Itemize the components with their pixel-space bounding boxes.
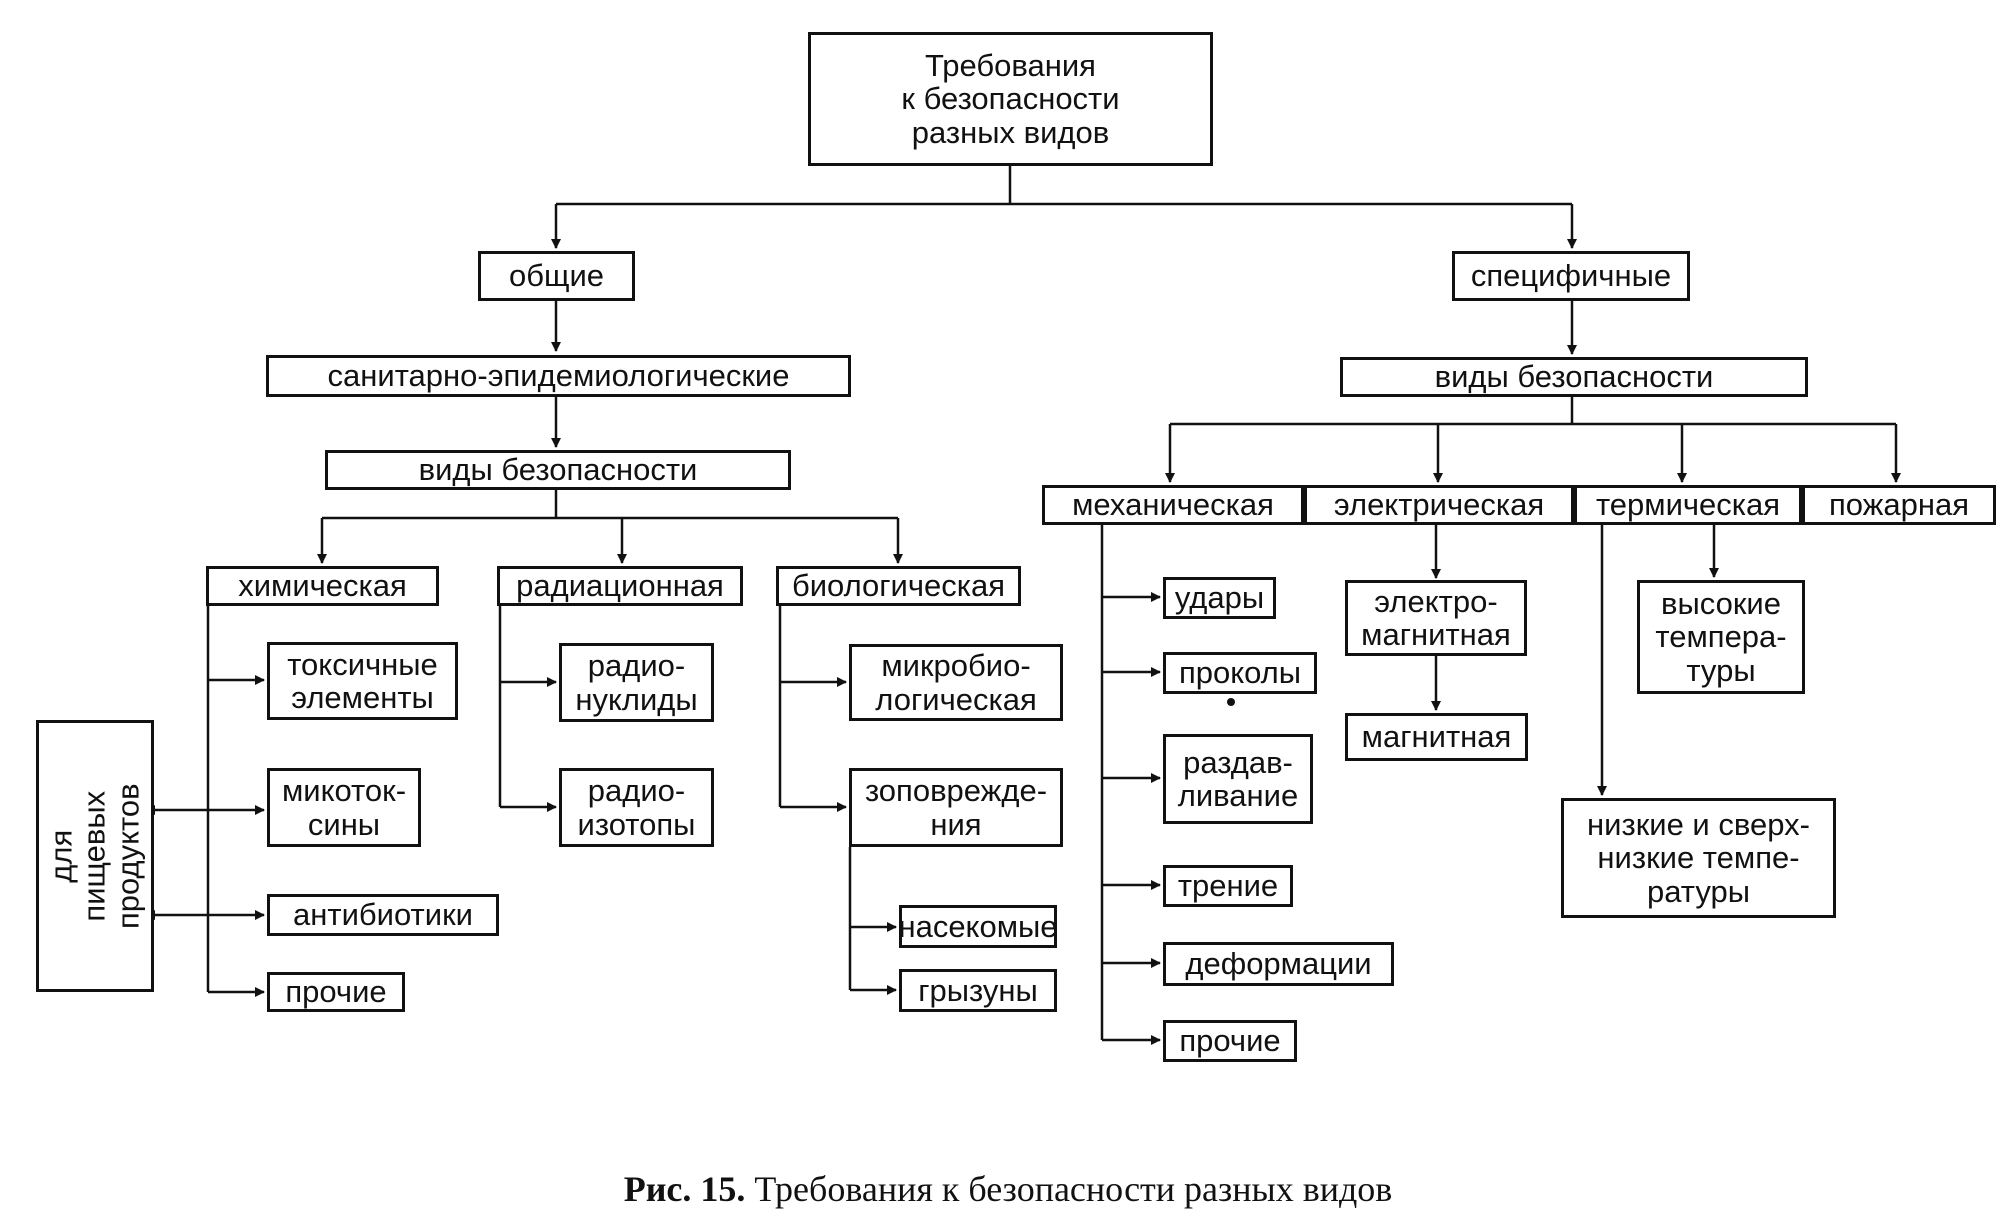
node-rodents: грызуны	[899, 969, 1057, 1012]
caption-text: Требования к безопасности разных видов	[754, 1169, 1393, 1209]
node-electrical: электрическая	[1304, 485, 1574, 525]
caption-label: Рис. 15.	[623, 1169, 746, 1209]
node-kinds-right: виды безопасности	[1340, 357, 1808, 397]
node-microbiological: микробио- логическая	[849, 644, 1063, 721]
node-chemical: химическая	[206, 566, 439, 606]
node-mycotoxins: микоток- сины	[267, 768, 421, 847]
node-sanitary: санитарно-эпидемиологические	[266, 355, 851, 397]
node-food: для пищевых продуктов	[36, 720, 154, 992]
ink-dot	[1227, 698, 1235, 706]
node-chem-other: прочие	[267, 972, 405, 1012]
node-deformations: деформации	[1163, 942, 1394, 986]
node-magnetic: магнитная	[1345, 713, 1528, 761]
node-root: Требования к безопасности разных видов	[808, 32, 1213, 166]
node-radiation: радиационная	[497, 566, 743, 606]
node-food-label: для пищевых продуктов	[43, 783, 146, 929]
node-thermal: термическая	[1574, 485, 1802, 525]
node-low-temp: низкие и сверх- низкие темпе- ратуры	[1561, 798, 1836, 918]
node-mechanical: механическая	[1042, 485, 1304, 525]
node-friction: трение	[1163, 865, 1293, 907]
node-impacts: удары	[1163, 577, 1276, 619]
node-kinds-left: виды безопасности	[325, 450, 791, 490]
node-radioisotopes: радио- изотопы	[559, 768, 714, 847]
node-high-temp: высокие темпера- туры	[1637, 580, 1805, 694]
node-specific: специфичные	[1452, 251, 1690, 301]
node-antibiotics: антибиотики	[267, 894, 499, 936]
figure-caption: Рис. 15. Требования к безопасности разны…	[0, 1168, 2016, 1210]
node-electromagnetic: электро- магнитная	[1345, 580, 1527, 656]
node-mech-other: прочие	[1163, 1020, 1297, 1062]
connectors	[145, 166, 1901, 1045]
node-radionuclides: радио- нуклиды	[559, 643, 714, 722]
node-biological: биологическая	[776, 566, 1021, 606]
node-toxic: токсичные элементы	[267, 642, 458, 720]
node-insects: насекомые	[899, 905, 1057, 948]
node-fire: пожарная	[1802, 485, 1996, 525]
node-crushing: раздав- ливание	[1163, 734, 1313, 824]
node-punctures: проколы	[1163, 652, 1317, 694]
node-general: общие	[478, 251, 635, 301]
node-zoodamage: зоповрежде- ния	[849, 768, 1063, 847]
